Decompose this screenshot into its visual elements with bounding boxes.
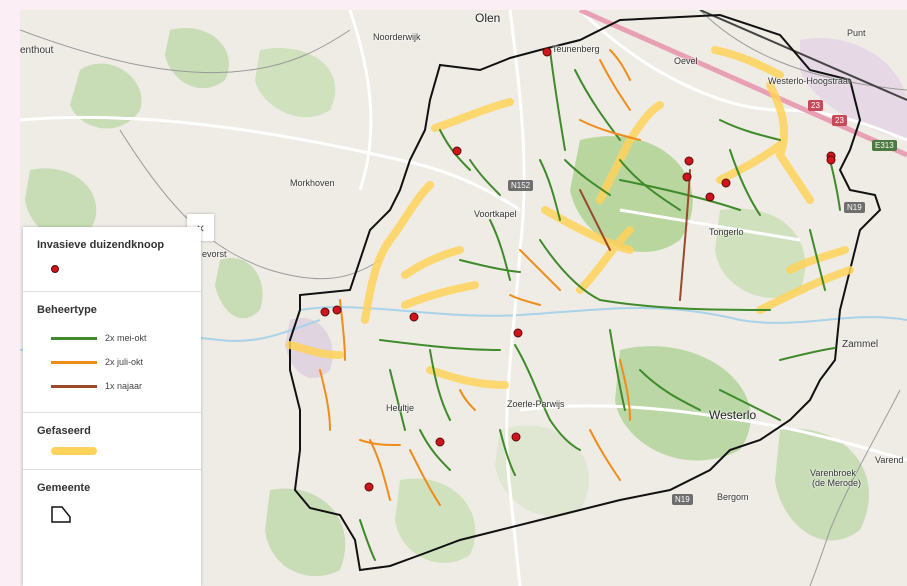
place-label: Tongerlo <box>709 227 744 237</box>
background-roads <box>20 10 907 586</box>
legend-title: Gemeente <box>37 482 91 494</box>
line-swatch-icon <box>51 336 97 340</box>
marker[interactable] <box>721 178 731 188</box>
legend-panel: Invasieve duizendknoop Beheertype 2x mei… <box>23 227 201 586</box>
legend-marker-row <box>37 261 187 277</box>
map-canvas[interactable]: Olen Noorderwijk Teunenberg Oevel Punt W… <box>20 10 907 586</box>
legend-item-label: 2x juli-okt <box>105 357 144 367</box>
marker[interactable] <box>705 192 715 202</box>
marker[interactable] <box>332 305 342 315</box>
place-label: Westerlo-Hoogstraat <box>768 76 851 86</box>
marker[interactable] <box>452 146 462 156</box>
road-shield-e313: E313 <box>872 140 897 151</box>
place-label: (de Merode) <box>812 478 862 488</box>
municipality-border <box>289 13 882 572</box>
phased-routes <box>286 46 854 389</box>
place-label: Olen <box>475 11 501 25</box>
place-label: Varenbroek <box>810 468 856 478</box>
marker[interactable] <box>435 437 445 447</box>
road-shield-a23: 23 <box>808 100 823 111</box>
polygon-outline-icon <box>51 506 71 523</box>
marker[interactable] <box>320 307 330 317</box>
place-label: Bergom <box>717 492 749 502</box>
line-swatch-icon <box>51 384 97 388</box>
invasive-knotweed-markers[interactable] <box>320 47 836 492</box>
brown-routes <box>579 169 691 301</box>
place-label: Punt <box>847 28 866 38</box>
marker[interactable] <box>364 482 374 492</box>
place-label: evorst <box>202 249 227 259</box>
background-roads-gray <box>20 10 907 586</box>
legend-item: 1x najaar <box>37 374 187 398</box>
map-svg[interactable] <box>20 10 907 586</box>
place-label: Varend <box>875 455 904 465</box>
place-label: Westerlo <box>709 408 757 422</box>
road-shield-a23b: 23 <box>832 115 847 126</box>
legend-section-phased: Gefaseerd <box>23 413 201 470</box>
legend-title: Invasieve duizendknoop <box>37 239 165 251</box>
place-label: Noorderwijk <box>373 32 421 42</box>
place-label: Teunenberg <box>552 44 600 54</box>
place-label: Morkhoven <box>290 178 335 188</box>
motorway <box>578 10 907 158</box>
place-label: Voortkapel <box>474 209 517 219</box>
place-label: Oevel <box>674 56 698 66</box>
legend-section-knotweed: Invasieve duizendknoop <box>23 227 201 292</box>
place-label: enthout <box>20 45 54 56</box>
place-label: Zammel <box>842 339 879 350</box>
phased-swatch-icon <box>51 447 97 455</box>
legend-title: Beheertype <box>37 304 97 316</box>
land-cover <box>20 10 907 586</box>
legend-section-municipality: Gemeente <box>23 470 201 543</box>
marker[interactable] <box>682 172 692 182</box>
marker[interactable] <box>684 156 694 166</box>
marker[interactable] <box>409 312 419 322</box>
legend-title: Gefaseerd <box>37 425 91 437</box>
marker[interactable] <box>513 328 523 338</box>
marker[interactable] <box>826 155 836 165</box>
road-shield-n19: N19 <box>844 202 865 213</box>
red-dot-icon <box>51 265 59 273</box>
line-swatch-icon <box>51 360 97 364</box>
place-label: Zoerle-Parwijs <box>507 399 565 409</box>
legend-section-management: Beheertype 2x mei-okt 2x juli-okt 1x naj… <box>23 292 201 413</box>
legend-item-label: 2x mei-okt <box>105 333 147 343</box>
orange-routes <box>319 49 641 506</box>
road-shield-n152: N152 <box>508 180 534 191</box>
marker[interactable] <box>542 47 552 57</box>
legend-item: 2x mei-okt <box>37 326 187 350</box>
legend-item: 2x juli-okt <box>37 350 187 374</box>
place-label: Heultje <box>386 403 415 413</box>
marker[interactable] <box>511 432 521 442</box>
legend-item-label: 1x najaar <box>105 381 143 391</box>
road-shield-n19-south: N19 <box>672 494 693 505</box>
